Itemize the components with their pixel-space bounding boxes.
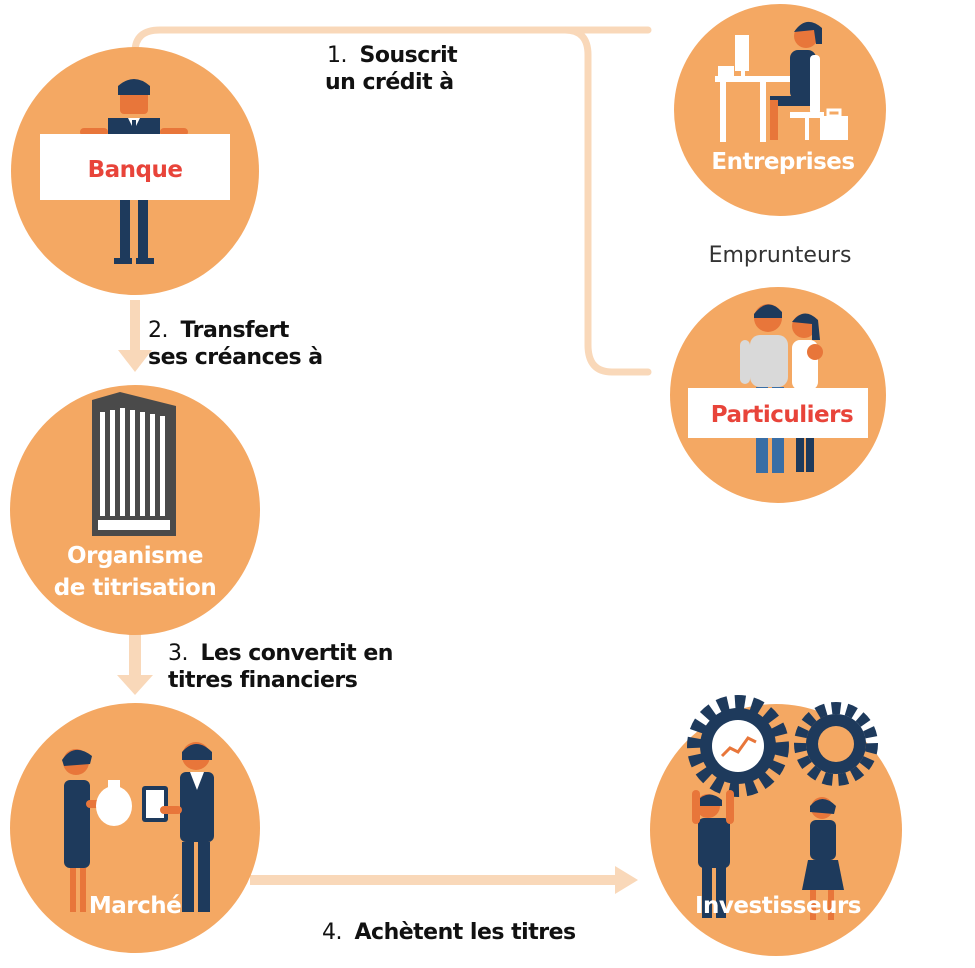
- step-2-text-line2: ses créances à: [148, 345, 323, 370]
- organisme-label-line1: Organisme: [67, 543, 203, 569]
- step-3-line1: 3. Les convertit en: [168, 641, 393, 666]
- arrow-marche-to-investisseurs: [250, 866, 638, 894]
- particuliers-label: Particuliers: [711, 402, 853, 428]
- office-worker-desk-icon: [715, 21, 848, 142]
- borrowers-group-label: Emprunteurs: [709, 243, 852, 268]
- office-building-icon: [92, 392, 176, 536]
- step-4-text-line1: Achètent les titres: [355, 920, 576, 945]
- step-2-number: 2.: [148, 318, 168, 343]
- entreprises-label: Entreprises: [711, 149, 854, 175]
- step-4-number: 4.: [322, 920, 342, 945]
- step-4-line1: 4. Achètent les titres: [322, 920, 576, 945]
- marche-label: Marché: [89, 893, 181, 919]
- step-1-text-line1: Souscrit: [360, 43, 459, 68]
- arrow-bank-to-organisme: [118, 300, 152, 372]
- particuliers-sign: [688, 388, 868, 438]
- banque-sign: [40, 134, 230, 200]
- node-banque: Banque: [11, 47, 259, 295]
- step-1-number: 1.: [327, 43, 347, 68]
- people-lifting-gears-icon: [687, 695, 878, 920]
- step-1-text-line2: un crédit à: [325, 70, 454, 95]
- step-3-text-line2: titres financiers: [168, 668, 358, 693]
- arrow-organisme-to-marche: [117, 632, 153, 695]
- step-3-number: 3.: [168, 641, 188, 666]
- banque-label: Banque: [88, 157, 183, 183]
- node-particuliers: Particuliers: [670, 287, 886, 503]
- node-entreprises: Entreprises: [674, 4, 886, 216]
- step-2-text-line1: Transfert: [181, 318, 290, 343]
- step-2-line1: 2. Transfert: [148, 318, 290, 343]
- organisme-label-line2: de titrisation: [54, 575, 216, 601]
- step-1-line1: 1. Souscrit: [327, 43, 458, 68]
- node-marche: Marché: [10, 703, 260, 953]
- step-3-text-line1: Les convertit en: [201, 641, 393, 666]
- investisseurs-label: Investisseurs: [695, 893, 861, 919]
- node-organisme: Organisme de titrisation: [10, 385, 260, 635]
- node-investisseurs: Investisseurs: [650, 695, 902, 956]
- trade-exchange-icon: [62, 742, 214, 912]
